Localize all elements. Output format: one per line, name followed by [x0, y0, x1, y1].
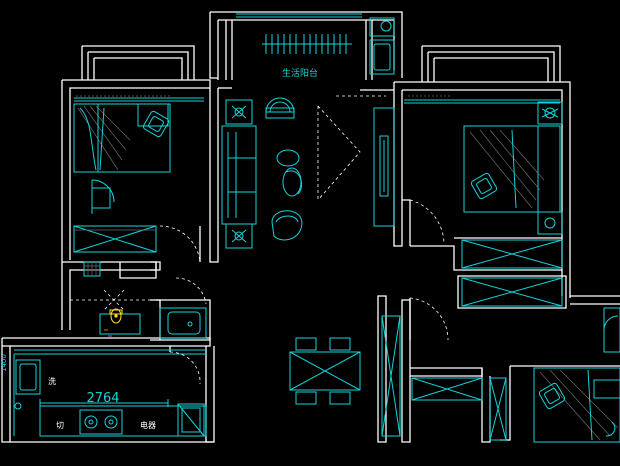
bathroom: [70, 261, 207, 339]
sofa: [221, 125, 257, 225]
kitchen-counter: [39, 405, 207, 437]
kitchen-stove-label: 切: [56, 421, 64, 430]
kitchen-left-label: 洗: [48, 376, 56, 386]
walls: [1, 11, 620, 443]
balcony: 生活阳台: [236, 13, 395, 79]
balcony-label: 生活阳台: [282, 67, 318, 79]
bed: [73, 103, 171, 173]
living-room: [221, 89, 395, 249]
armchair: [470, 172, 498, 200]
armchair: [271, 210, 303, 241]
toilet-icon: [109, 308, 123, 324]
wardrobe: [411, 377, 483, 401]
side-table-icon: [225, 99, 253, 125]
bedroom-door: [409, 199, 445, 245]
side-table-icon: [225, 223, 253, 249]
dining-area: [289, 297, 449, 437]
drying-rack-icon: [262, 34, 352, 54]
nightstand-icon: [537, 101, 563, 125]
bottom-right-bedroom: [411, 307, 620, 443]
coffee-table: [276, 149, 302, 197]
kitchen: 洗 1400 2764 切 电器: [0, 349, 207, 437]
armchair: [142, 110, 170, 138]
refrigerator: [177, 403, 205, 437]
wardrobe: [73, 225, 157, 253]
bed: [533, 367, 620, 443]
stove-icon: [79, 409, 123, 435]
left-bedroom: [73, 95, 204, 263]
right-bedroom: [404, 95, 563, 307]
dining-table: [289, 351, 361, 391]
washbasin: [159, 307, 207, 339]
tv-cabinet: [373, 107, 395, 227]
dimension-label: 2764: [86, 391, 119, 406]
armchair: [265, 97, 295, 119]
wardrobe: [461, 277, 563, 307]
sink: [15, 359, 41, 395]
washing-machine: [369, 39, 395, 75]
wardrobe: [461, 239, 563, 269]
kitchen-appliance-label: 电器: [140, 420, 156, 430]
vertical-dimension: 1400: [0, 354, 8, 372]
accent-marks: [104, 314, 118, 337]
armchair: [538, 382, 566, 410]
nightstand-icon: [537, 211, 563, 235]
